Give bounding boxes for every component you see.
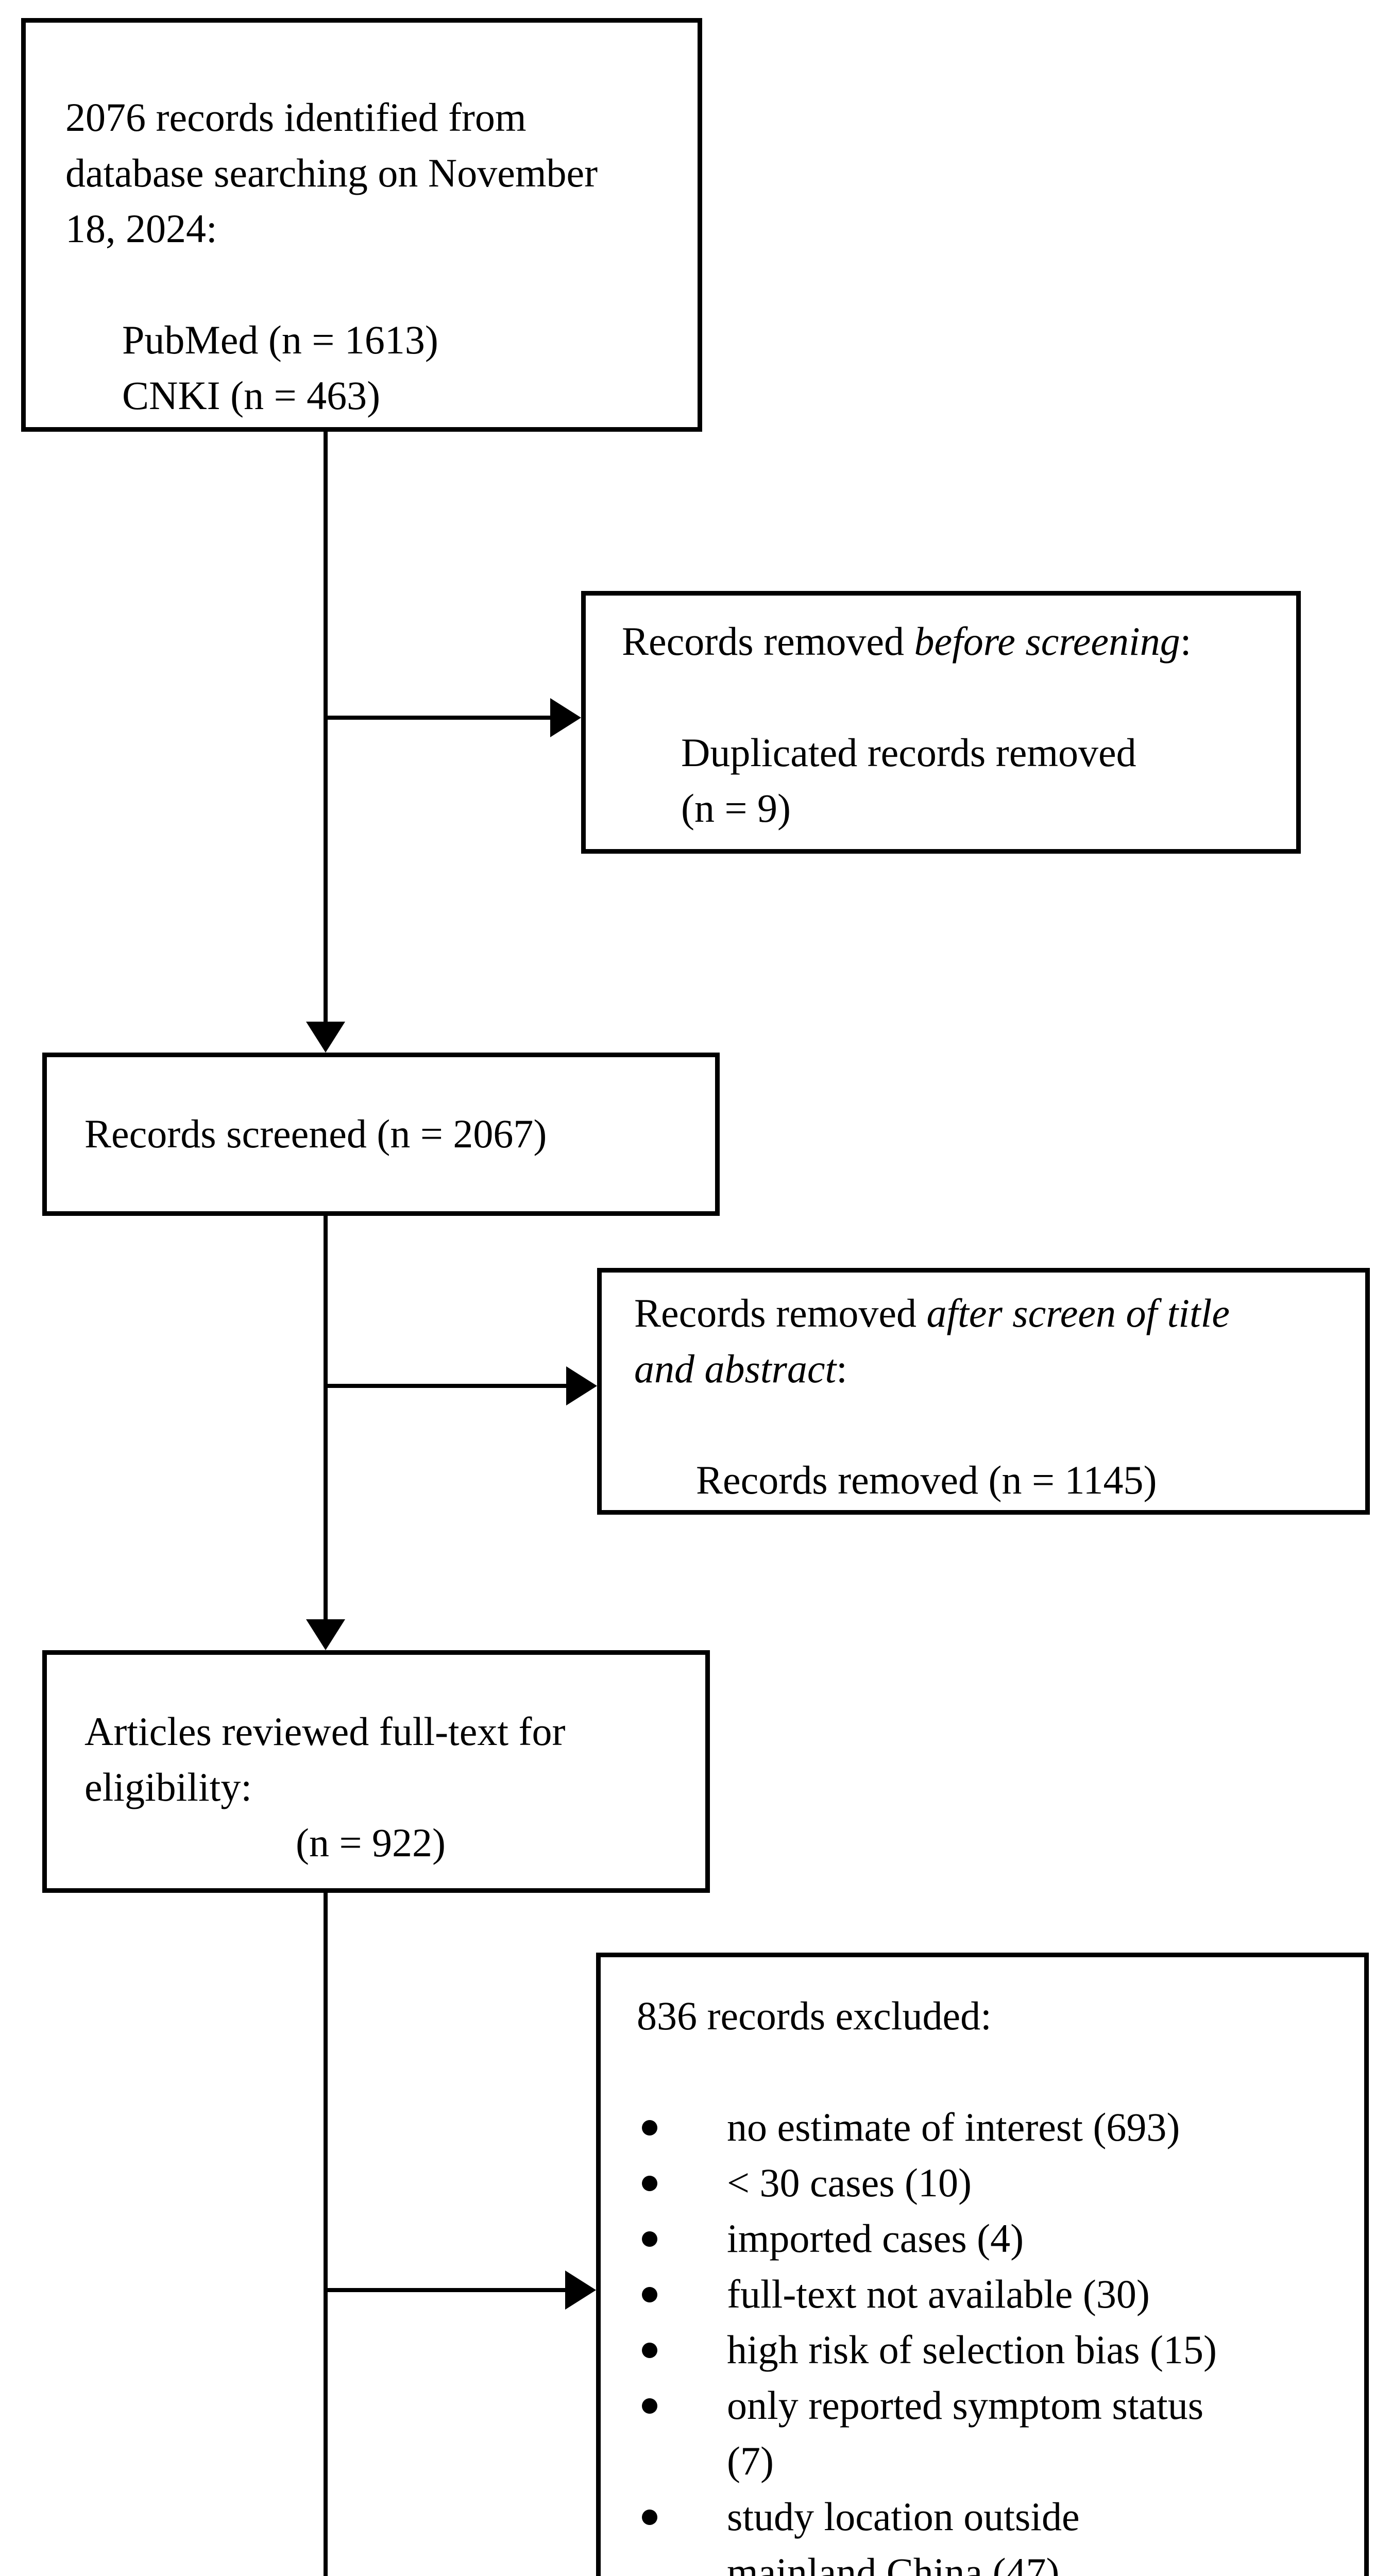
connector-branch-excluded-line <box>324 2288 565 2292</box>
excluded-reason-no-estimate: no estimate of interest (693) <box>637 2099 1341 2155</box>
screened-text: Records screened (n = 2067) <box>84 1111 547 1156</box>
connector-fulltext-to-included-line <box>324 1893 328 2576</box>
arrow-down-icon <box>306 1022 345 1053</box>
removed-before-title: Records removed before screening: <box>622 614 1276 669</box>
excluded-reason-symptom-status: only reported symptom status (7) <box>637 2378 1341 2489</box>
excluded-reason-list: no estimate of interest (693) < 30 cases… <box>637 2099 1341 2576</box>
removed-after-screening-box: Records removed after screen of title an… <box>597 1268 1370 1515</box>
connector-screened-to-fulltext-line <box>324 1216 328 1620</box>
identified-line-3: 18, 2024: <box>65 206 217 251</box>
identified-source-pubmed: PubMed (n = 1613) <box>122 317 438 362</box>
identified-source-cnki: CNKI (n = 463) <box>122 373 381 418</box>
removed-before-screening-box: Records removed before screening: Duplic… <box>581 591 1301 854</box>
screened-box: Records screened (n = 2067) <box>42 1053 720 1216</box>
removed-after-title-suffix: : <box>836 1346 847 1391</box>
connector-branch-removed-before-line <box>324 716 550 720</box>
identified-line-1: 2076 records identified from <box>65 95 527 140</box>
excluded-title: 836 records excluded: <box>637 1993 992 2038</box>
excluded-reason-outside-china: study location outside mainland China (4… <box>637 2489 1341 2576</box>
excluded-box: 836 records excluded: no estimate of int… <box>596 1953 1369 2576</box>
removed-after-title-line-2: and abstract: <box>634 1341 1345 1397</box>
excluded-reason-under-30-cases: < 30 cases (10) <box>637 2155 1341 2211</box>
fulltext-line-2: eligibility: <box>84 1765 252 1809</box>
excluded-reason-selection-bias: high risk of selection bias (15) <box>637 2322 1341 2378</box>
arrow-down-icon <box>306 1619 345 1650</box>
fulltext-line-1: Articles reviewed full-text for <box>84 1709 566 1754</box>
arrow-right-icon <box>565 2270 596 2310</box>
connector-branch-removed-after-line <box>324 1384 566 1388</box>
removed-before-detail-line-2: (n = 9) <box>681 786 791 831</box>
removed-before-title-italic: before screening <box>914 619 1180 664</box>
arrow-right-icon <box>566 1366 597 1405</box>
removed-before-title-suffix: : <box>1180 619 1192 664</box>
excluded-reason-no-fulltext: full-text not available (30) <box>637 2266 1341 2322</box>
excluded-reason-imported-cases: imported cases (4) <box>637 2211 1341 2266</box>
identified-line-2: database searching on November <box>65 150 598 195</box>
removed-after-title-prefix: Records removed <box>634 1291 927 1335</box>
connector-identified-to-screened-line <box>324 432 328 1024</box>
removed-before-title-prefix: Records removed <box>622 619 914 664</box>
arrow-right-icon <box>550 698 581 737</box>
identified-box: 2076 records identified from database se… <box>21 18 702 432</box>
removed-after-title-line-1: Records removed after screen of title <box>634 1285 1345 1341</box>
removed-before-detail-line-1: Duplicated records removed <box>681 730 1136 775</box>
removed-after-detail: Records removed (n = 1145) <box>696 1458 1157 1502</box>
fulltext-review-box: Articles reviewed full-text for eligibil… <box>42 1650 710 1893</box>
fulltext-count: (n = 922) <box>296 1820 446 1865</box>
removed-after-title-italic-1: after screen of title <box>926 1291 1230 1335</box>
removed-after-title-italic-2: and abstract <box>634 1346 837 1391</box>
